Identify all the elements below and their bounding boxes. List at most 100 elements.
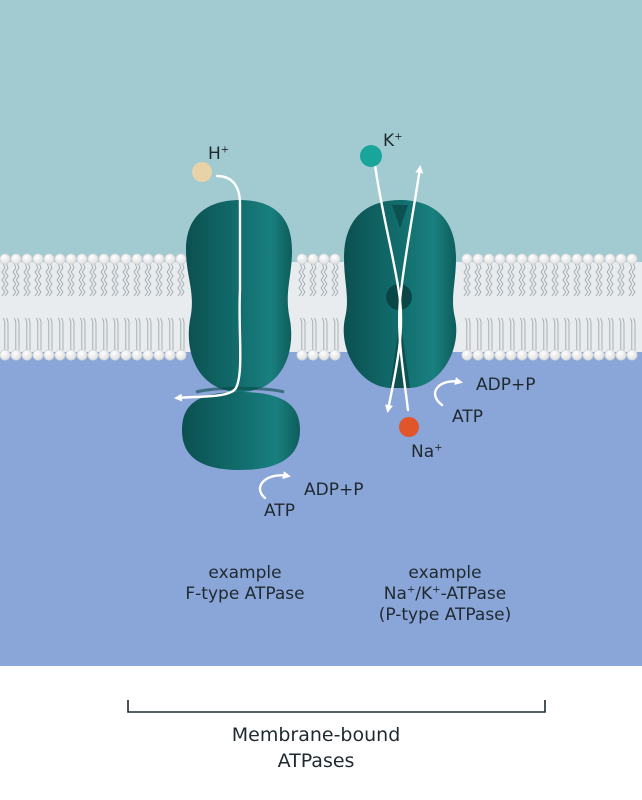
footer-title: Membrane-bound ATPases: [196, 722, 436, 774]
lipid-head: [593, 349, 605, 361]
lipid-head: [54, 253, 66, 265]
lipid-head: [560, 349, 572, 361]
lipid-tail: [587, 263, 592, 297]
lipid-tail: [61, 317, 64, 350]
lipid-tail: [57, 317, 61, 350]
proton-path-arrow: [174, 174, 242, 402]
lipid-head: [21, 253, 33, 265]
lipid-tail: [34, 263, 39, 297]
lipid-tail: [314, 317, 317, 350]
lipid-head: [0, 253, 11, 265]
ftype-atp-hydrolysis-arrow: [258, 471, 291, 500]
lipid-tail: [336, 317, 339, 350]
lipid-tail: [607, 317, 611, 350]
lipid-tail: [534, 317, 537, 350]
ptype-caption-line2: Na+/K+-ATPase: [383, 584, 507, 604]
lipid-tail: [543, 263, 548, 297]
lipid-head: [164, 253, 176, 265]
lipid-tail: [105, 317, 108, 350]
lipid-tail: [72, 317, 75, 350]
lipid-head: [54, 349, 66, 361]
lipid-head: [0, 349, 11, 361]
lipid-tail: [133, 263, 138, 297]
lipid-head: [604, 349, 616, 361]
lipid-tail: [37, 263, 42, 297]
lipid-tail: [519, 317, 523, 350]
lipid-tail: [334, 263, 339, 297]
lipid-tail: [530, 317, 534, 350]
lipid-tail: [562, 263, 567, 297]
lipid-head: [516, 253, 528, 265]
lipid-tail: [12, 263, 17, 297]
lipid-head: [87, 253, 99, 265]
lipid-tail: [35, 317, 39, 350]
proton-label: H+: [208, 144, 230, 164]
lipid-tail: [486, 317, 490, 350]
lipid-tail: [485, 263, 490, 297]
potassium-ion: [360, 145, 382, 167]
lipid-head: [483, 349, 495, 361]
lipid-tail: [111, 263, 116, 297]
lipid-tail: [171, 317, 174, 350]
lipid-tail: [90, 317, 94, 350]
lipid-head: [98, 253, 110, 265]
lipid-head: [153, 253, 165, 265]
lipid-tail: [160, 317, 163, 350]
lipid-tail: [617, 263, 622, 297]
extracellular-region: [0, 0, 642, 300]
lipid-head: [329, 253, 341, 265]
white-footer-area: [0, 666, 642, 800]
ftype-caption-line1: example: [208, 563, 282, 583]
lipid-head: [10, 349, 22, 361]
lipid-tail: [598, 263, 603, 297]
lipid-tail: [134, 317, 138, 350]
lipid-tail: [521, 263, 526, 297]
lipid-tail: [180, 263, 185, 297]
lipid-tail: [631, 263, 636, 297]
lipid-head: [109, 253, 121, 265]
lipid-tail: [466, 263, 471, 297]
lipid-tail: [574, 317, 578, 350]
potassium-label: K+: [383, 131, 403, 151]
lipid-head: [21, 349, 33, 361]
lipid-head: [142, 253, 154, 265]
lipid-head: [494, 253, 506, 265]
lipid-head: [461, 253, 473, 265]
lipid-tail: [67, 263, 72, 297]
lipid-tail: [600, 317, 603, 350]
lipid-tail: [68, 317, 72, 350]
lipid-tail: [507, 263, 512, 297]
lipid-head: [142, 349, 154, 361]
ptype-caption-line3: (P-type ATPase): [378, 605, 512, 625]
lipid-tail: [532, 263, 537, 297]
lipid-tail: [138, 317, 141, 350]
lipid-head: [549, 253, 561, 265]
lipid-tail: [116, 317, 119, 350]
lipid-tail: [167, 317, 171, 350]
lipid-tail: [4, 263, 9, 297]
lipid-tail: [620, 263, 625, 297]
lipid-head: [571, 349, 583, 361]
ftype-caption-line2: F-type ATPase: [185, 584, 305, 604]
lipid-tail: [323, 263, 328, 297]
lipid-tail: [554, 263, 559, 297]
lipid-tail: [512, 317, 515, 350]
lipid-tail: [622, 317, 625, 350]
lipid-tail: [488, 263, 493, 297]
lipid-tail: [320, 263, 325, 297]
lipid-tail: [463, 263, 468, 297]
lipid-head: [131, 349, 143, 361]
lipid-head: [582, 349, 594, 361]
lipid-head: [175, 253, 187, 265]
lipid-tail: [628, 263, 633, 297]
lipid-tail: [112, 317, 116, 350]
lipid-tail: [2, 317, 6, 350]
lipid-head: [131, 253, 143, 265]
lipid-head: [560, 253, 572, 265]
lipid-tail: [26, 263, 31, 297]
lipid-tail: [545, 317, 548, 350]
lipid-tail: [17, 317, 20, 350]
lipid-head: [516, 349, 528, 361]
lipid-tail: [166, 263, 171, 297]
lipid-head: [472, 349, 484, 361]
